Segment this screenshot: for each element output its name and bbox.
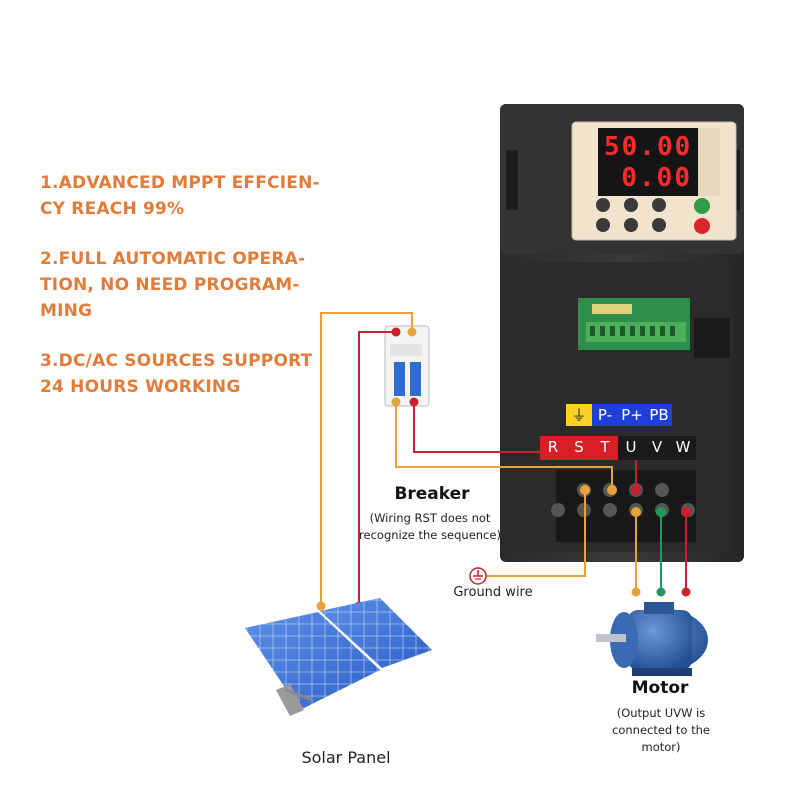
terminal-r: R [540,436,566,460]
display-bottom-value: 0.00 [621,163,692,193]
key-right[interactable] [652,198,666,212]
wire-dots [316,327,691,611]
breaker-device [384,325,430,407]
display-top-value: 50.00 [604,132,693,162]
keypad-buttons [590,196,720,236]
feature-2-line-1: 2.FULL AUTOMATIC OPERA- [40,249,306,269]
key-stop[interactable] [694,218,710,234]
motor-note-line-1: (Output UVW is [616,706,706,720]
terminal-p-plus: P+ [618,404,646,426]
wire-ground [485,490,586,577]
wire-panel-orange [320,312,413,606]
motor-title: Motor [631,678,689,698]
breaker-note-line-1: (Wiring RST does not [369,511,491,525]
motor-note-line-3: motor) [641,740,681,754]
key-left[interactable] [596,198,610,212]
motor-note-line-2: connected to the [612,723,710,737]
feature-3-line-1: 3.DC/AC SOURCES SUPPORT [40,351,313,371]
terminal-p-minus: P- [592,404,618,426]
terminal-ground: ⏚ [566,404,592,426]
motor-icon [596,602,708,676]
key-run[interactable] [694,198,710,214]
feature-3-line-2: 24 HOURS WORKING [40,377,241,397]
feature-1-line-1: 1.ADVANCED MPPT EFFCIEN- [40,173,320,193]
control-board [578,298,730,358]
solar-panel-icon [245,598,432,716]
wire-panel-red [358,331,396,606]
wires [320,312,687,606]
terminal-u: U [618,436,644,460]
feature-list: 1.ADVANCED MPPT EFFCIEN- CY REACH 99% 2.… [40,170,330,424]
key-down[interactable] [624,218,638,232]
feature-1: 1.ADVANCED MPPT EFFCIEN- CY REACH 99% [40,170,330,222]
terminal-pb: PB [646,404,672,426]
feature-2-line-3: MING [40,301,93,321]
ground-wire-label: Ground wire [453,585,533,600]
terminal-block [551,470,696,542]
feature-2-line-2: TION, NO NEED PROGRAM- [40,275,300,295]
terminal-t: T [592,436,618,460]
ground-icon [469,567,487,585]
breaker-note-line-2: recognize the sequence) [359,528,501,542]
motor-note: (Output UVW is connected to the motor) [596,705,726,756]
wire-breaker-orange [395,402,613,490]
solar-panel-label: Solar Panel [301,748,391,767]
key-up[interactable] [624,198,638,212]
feature-3: 3.DC/AC SOURCES SUPPORT 24 HOURS WORKING [40,348,330,400]
terminal-v: V [644,436,670,460]
key-mk[interactable] [652,218,666,232]
feature-2: 2.FULL AUTOMATIC OPERA- TION, NO NEED PR… [40,246,330,324]
key-prg[interactable] [596,218,610,232]
wire-breaker-red [413,402,637,490]
terminal-s: S [566,436,592,460]
breaker-title: Breaker [394,484,470,504]
feature-1-line-2: CY REACH 99% [40,199,185,219]
breaker-note: (Wiring RST does not recognize the seque… [355,510,505,544]
terminal-w: W [670,436,696,460]
